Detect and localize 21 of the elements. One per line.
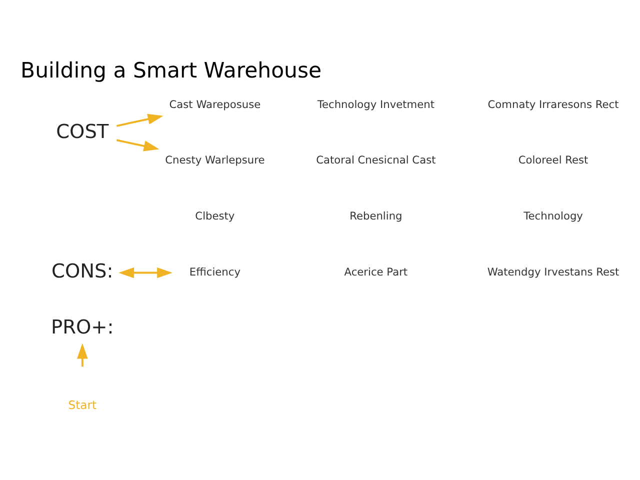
node-text: Coloreel Rest xyxy=(518,154,588,167)
node-text: Cnesty Warlepsure xyxy=(165,154,265,167)
node-text: PRO+: xyxy=(51,316,114,338)
node-text: Clbesty xyxy=(195,210,235,223)
node-text: Efficiency xyxy=(189,266,240,278)
arrow xyxy=(77,343,88,367)
label: Start xyxy=(68,398,97,412)
arrow xyxy=(118,267,173,278)
node-text: Rebenling xyxy=(350,210,402,223)
node-text: Technology Invetment xyxy=(317,98,435,111)
arrow xyxy=(116,139,160,152)
node-text: COST xyxy=(56,120,109,143)
node-text: Cast Wareposuse xyxy=(169,98,261,111)
arrow xyxy=(116,114,164,127)
node-text: Technology xyxy=(524,210,583,223)
node-text: Comnaty Irraresons Rect xyxy=(488,98,619,111)
node-text: Watendgy Irvestans Rest xyxy=(487,266,620,278)
node-text: Catoral Cnesicnal Cast xyxy=(316,154,436,167)
node-text: CONS: xyxy=(52,260,114,283)
diagram-title: Building a Smart Warehouse xyxy=(20,58,322,83)
node-text: Acerice Part xyxy=(344,266,408,278)
